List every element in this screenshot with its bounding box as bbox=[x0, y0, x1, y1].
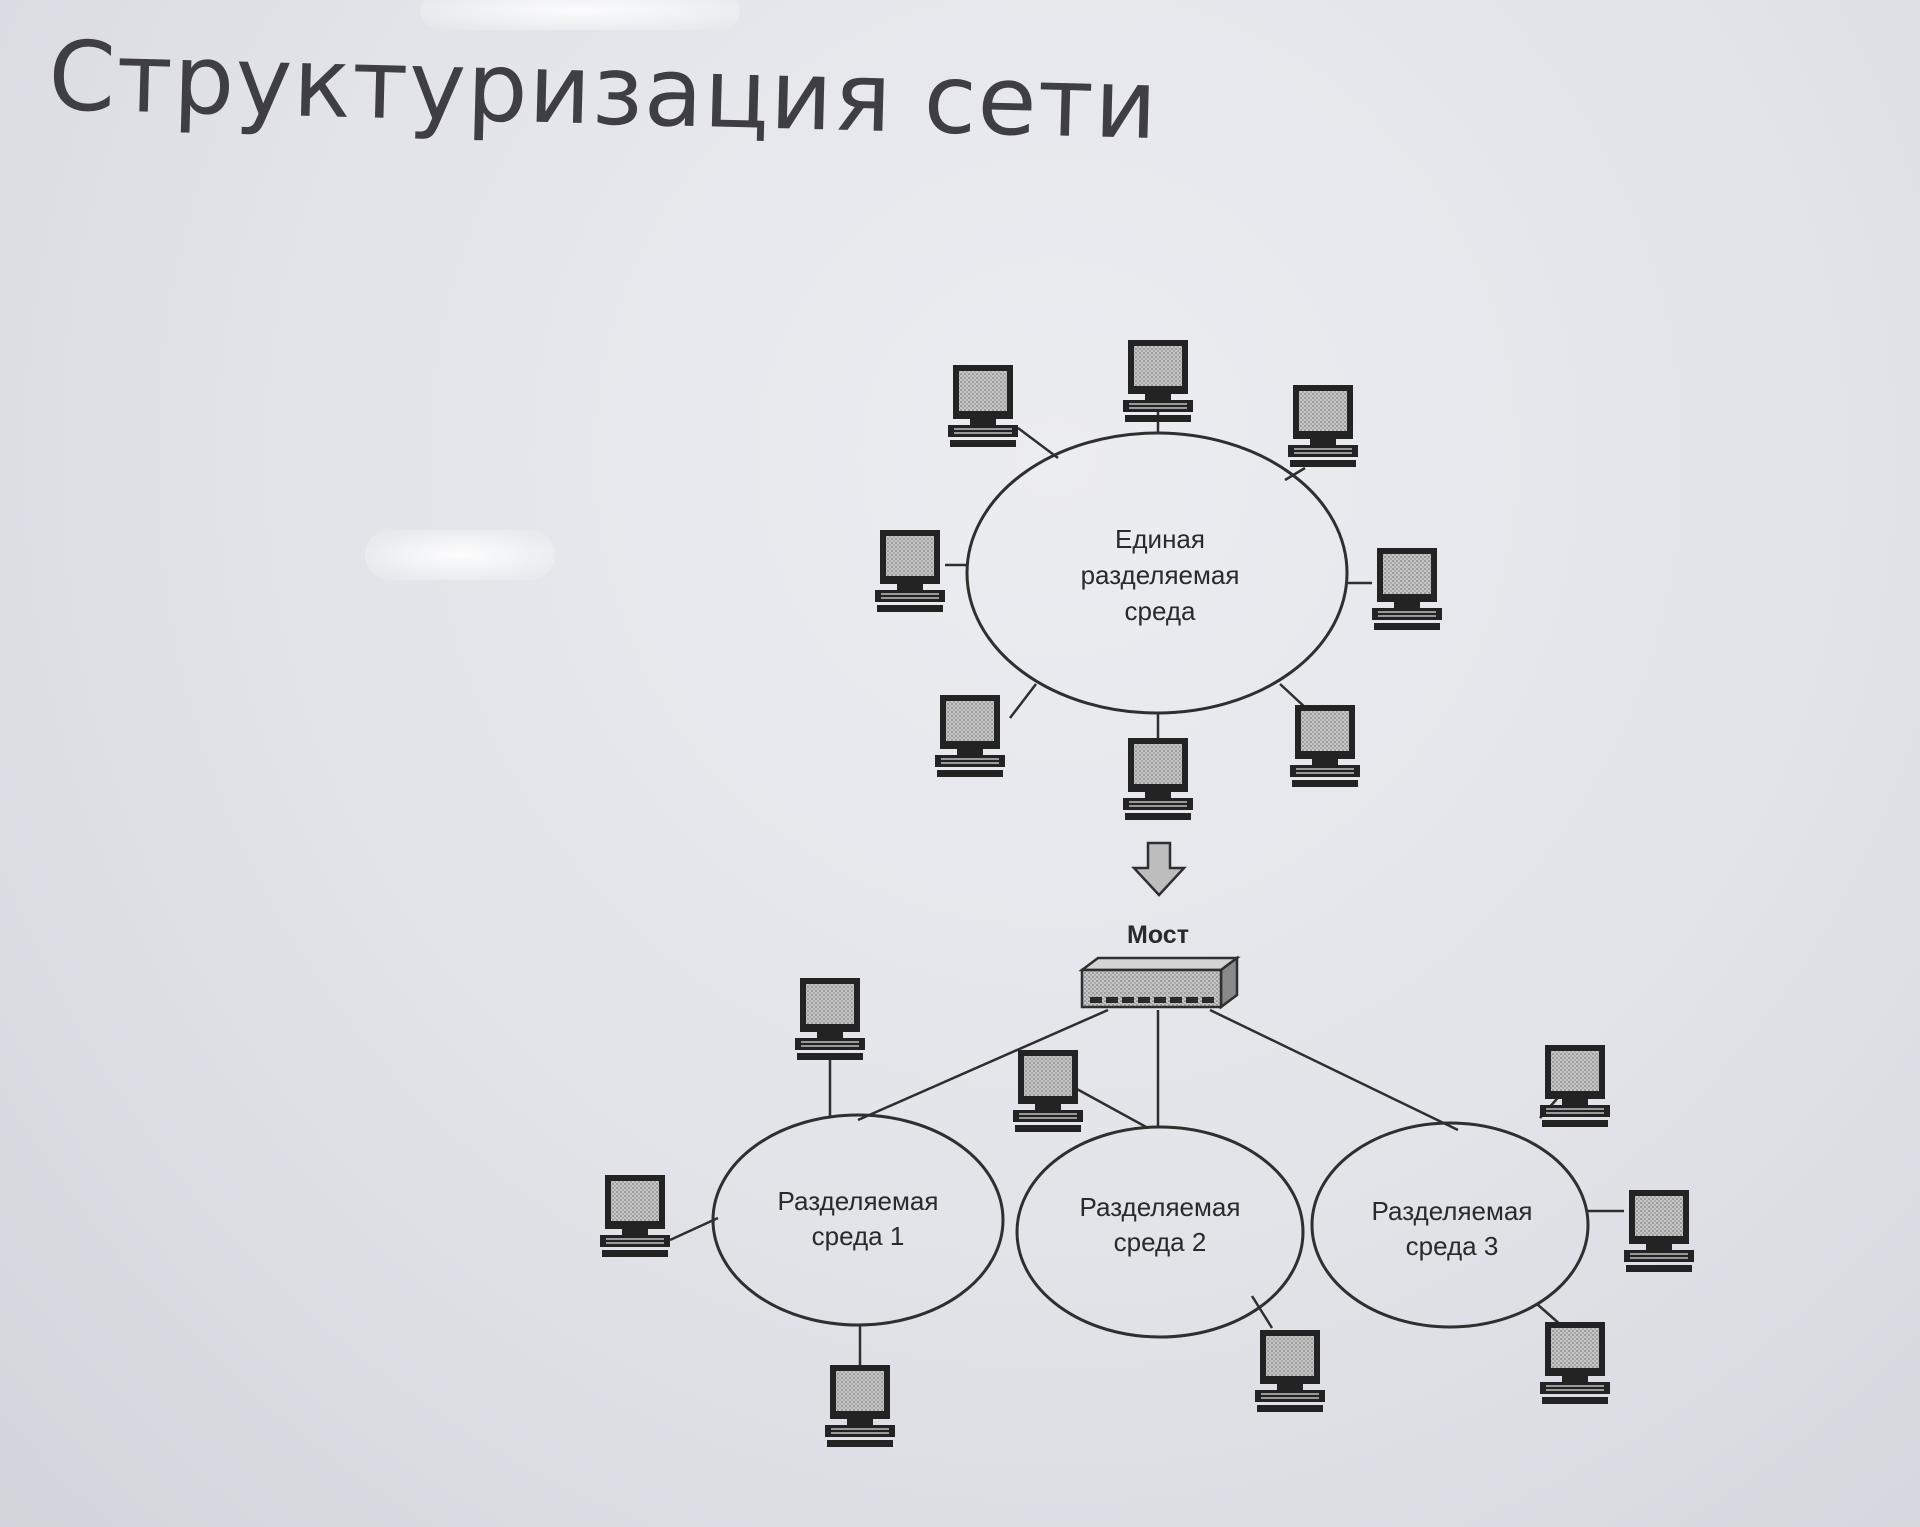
segment-1-label-line1: Разделяемая bbox=[778, 1186, 939, 1216]
bridge-device-icon bbox=[1078, 955, 1241, 1010]
shared-medium-1-ellipse bbox=[711, 1113, 1005, 1327]
segment-3-label-line2: среда 3 bbox=[1406, 1231, 1499, 1261]
computer-icon bbox=[1540, 1045, 1610, 1127]
bridge-label: Мост bbox=[1127, 921, 1189, 949]
projector-glow bbox=[420, 0, 740, 30]
segment-2-label-line1: Разделяемая bbox=[1080, 1192, 1241, 1222]
computer-icon bbox=[1372, 548, 1442, 630]
single-shared-medium-ellipse bbox=[965, 431, 1349, 715]
computer-icon bbox=[1123, 340, 1193, 422]
computer-icon bbox=[948, 365, 1018, 447]
shared-medium-3-ellipse bbox=[1310, 1121, 1590, 1329]
segment-1-label-line2: среда 1 bbox=[812, 1221, 905, 1251]
projector-glare bbox=[365, 530, 555, 580]
segment-3-label-line1: Разделяемая bbox=[1372, 1196, 1533, 1226]
computer-icon bbox=[1255, 1330, 1325, 1412]
computer-icon bbox=[1624, 1190, 1694, 1272]
computer-icon bbox=[1123, 738, 1193, 820]
computer-icon bbox=[935, 695, 1005, 777]
computer-icon bbox=[600, 1175, 670, 1257]
down-arrow-icon bbox=[1131, 841, 1187, 897]
computer-icon bbox=[825, 1365, 895, 1447]
single-medium-label-line1: Единая bbox=[1115, 524, 1205, 554]
computer-icon bbox=[795, 978, 865, 1060]
computer-icon bbox=[1288, 385, 1358, 467]
shared-medium-2-ellipse bbox=[1015, 1125, 1305, 1339]
computer-icon bbox=[1013, 1050, 1083, 1132]
computer-icon bbox=[1540, 1322, 1610, 1404]
computer-icon bbox=[1290, 705, 1360, 787]
single-medium-label-line3: среда bbox=[1125, 596, 1197, 626]
computer-icon bbox=[875, 530, 945, 612]
single-medium-label-line2: разделяемая bbox=[1081, 560, 1240, 590]
segment-2-label-line2: среда 2 bbox=[1114, 1227, 1207, 1257]
